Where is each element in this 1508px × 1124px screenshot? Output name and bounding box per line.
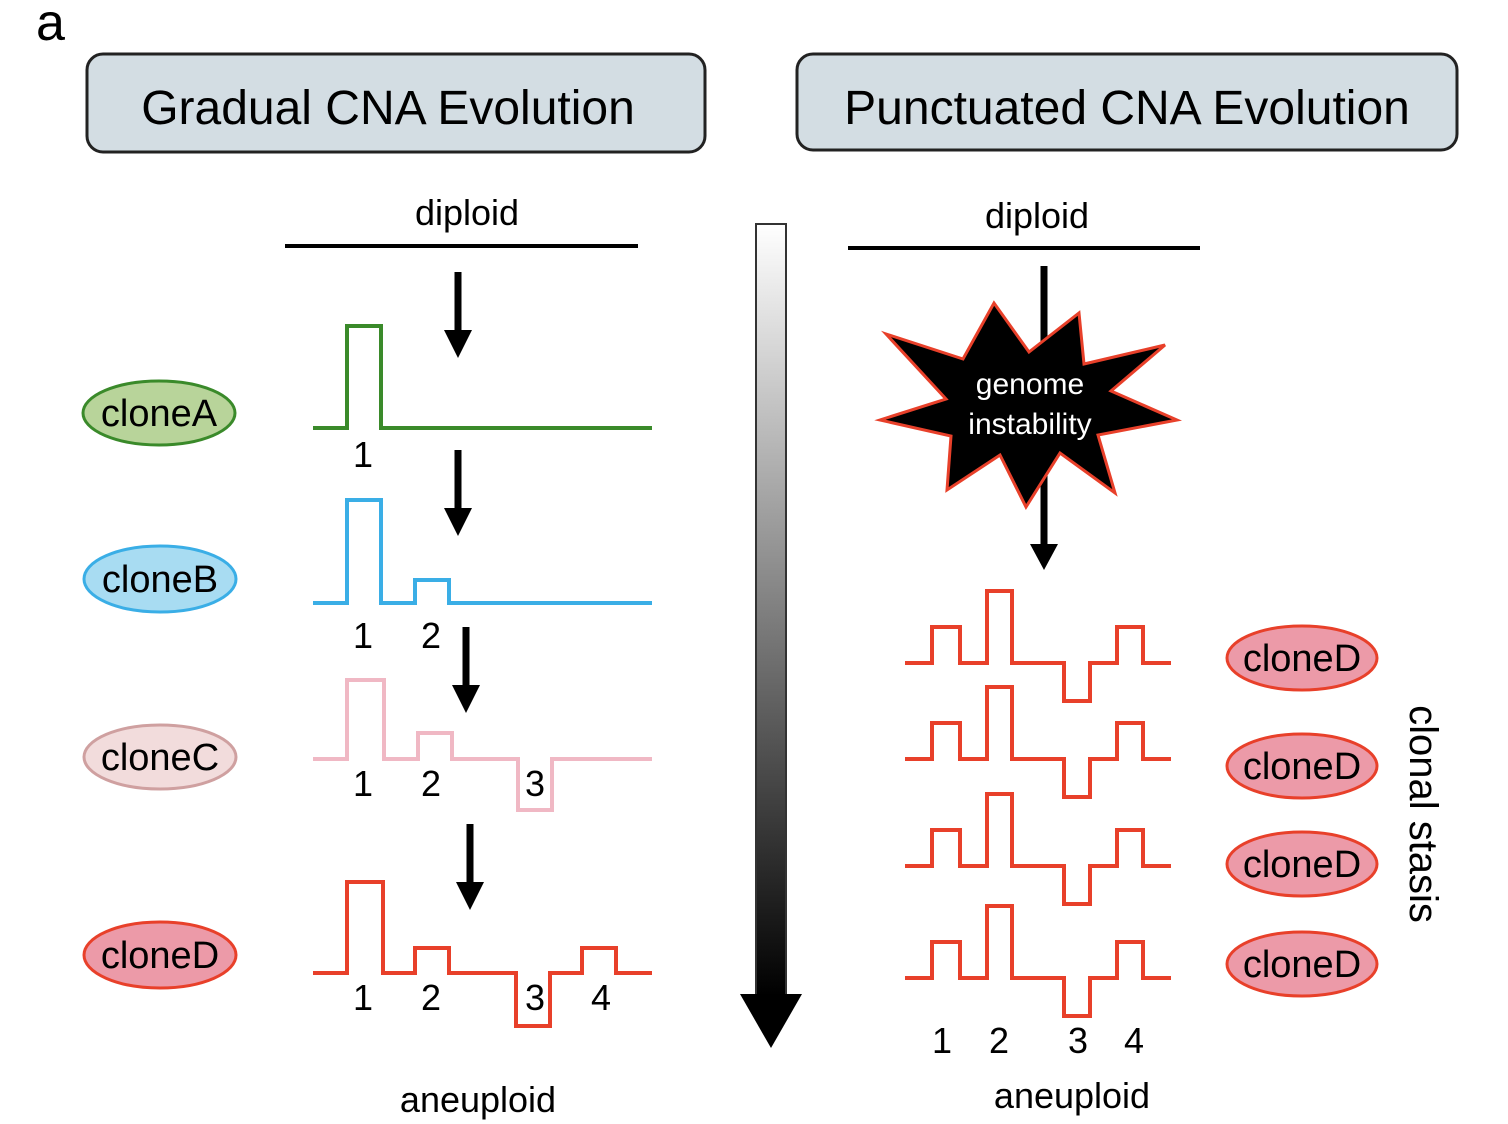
clone-b-profile (313, 498, 652, 605)
clone-c-label: cloneC (101, 737, 219, 779)
clone-a-num-1: 1 (353, 434, 373, 475)
right-profile-3 (905, 792, 1171, 906)
right-num-1: 1 (932, 1020, 952, 1061)
clone-d-num-1: 1 (353, 977, 373, 1018)
clone-d-profile (313, 880, 652, 1028)
right-num-2: 2 (989, 1020, 1009, 1061)
clone-d-label: cloneD (101, 935, 219, 977)
right-diploid-label: diploid (985, 195, 1089, 236)
panel-label: a (36, 0, 65, 52)
clone-a-label: cloneA (101, 393, 218, 435)
right-clone-4-label: cloneD (1243, 944, 1361, 986)
left-aneuploid-label: aneuploid (400, 1079, 556, 1120)
right-profile-4 (905, 904, 1171, 1018)
clone-c-num-3: 3 (525, 763, 545, 804)
left-title: Gradual CNA Evolution (141, 82, 635, 135)
right-aneuploid-label: aneuploid (994, 1075, 1150, 1116)
right-clone-2: cloneD (1225, 732, 1379, 800)
burst-line-2: instability (968, 408, 1091, 441)
clone-c-num-1: 1 (353, 763, 373, 804)
right-clone-3: cloneD (1225, 830, 1379, 898)
right-clone-3-label: cloneD (1243, 844, 1361, 886)
clone-d-num-2: 2 (421, 977, 441, 1018)
right-title-box: Punctuated CNA Evolution (795, 52, 1459, 152)
left-title-box: Gradual CNA Evolution (85, 52, 707, 154)
genome-instability-burst: genome instability (874, 300, 1183, 511)
clone-b-label: cloneB (102, 559, 218, 601)
left-arrow-2 (444, 450, 472, 536)
right-profile-2 (905, 685, 1171, 799)
left-diploid-label: diploid (415, 192, 519, 233)
right-clone-4: cloneD (1225, 930, 1379, 998)
right-clone-1: cloneD (1225, 624, 1379, 692)
right-num-3: 3 (1068, 1020, 1088, 1061)
right-num-4: 4 (1124, 1020, 1144, 1061)
left-clone-a: cloneA (81, 379, 237, 447)
clone-d-num-3: 3 (525, 977, 545, 1018)
clone-b-num-2: 2 (421, 615, 441, 656)
left-clone-c: cloneC (82, 723, 238, 791)
left-arrow-4 (456, 824, 484, 910)
clonal-stasis-label: clonal stasis (1401, 705, 1445, 923)
left-arrow-3 (452, 627, 480, 713)
burst-line-1: genome (976, 368, 1084, 401)
left-arrow-1 (444, 272, 472, 358)
right-profile-1 (905, 589, 1171, 703)
clone-c-num-2: 2 (421, 763, 441, 804)
clone-d-num-4: 4 (591, 977, 611, 1018)
clone-c-profile (313, 678, 652, 812)
clone-a-profile (313, 324, 652, 430)
center-gradient-arrow (740, 223, 802, 1048)
left-clone-d: cloneD (82, 920, 238, 990)
right-title: Punctuated CNA Evolution (844, 82, 1410, 135)
right-clone-2-label: cloneD (1243, 746, 1361, 788)
right-clone-1-label: cloneD (1243, 638, 1361, 680)
clone-b-num-1: 1 (353, 615, 373, 656)
left-clone-b: cloneB (82, 544, 238, 614)
